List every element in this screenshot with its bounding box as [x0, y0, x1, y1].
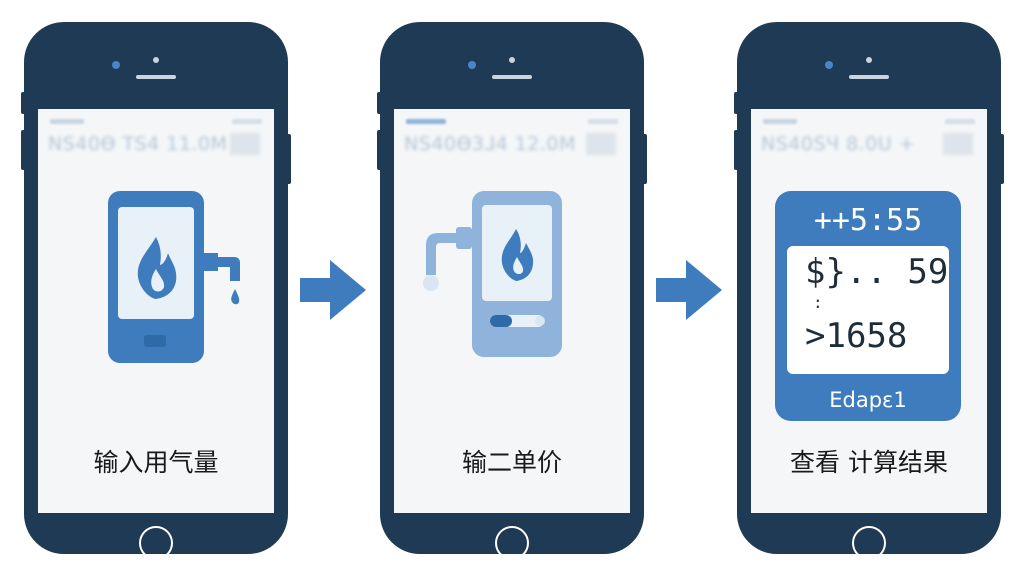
blurred-header-text: NS40SЧ 8.0U + [761, 133, 916, 155]
blurred-header-text: NS40Ѳ3⅃4 12.0M [404, 133, 576, 155]
display-line-2: >1658 [805, 316, 908, 356]
step-label: 输入用气量 [93, 448, 219, 477]
earpiece-speaker [849, 75, 889, 79]
status-bar [406, 119, 618, 127]
phone-step-2: NS40Ѳ3⅃4 12.0M 输二单价 [377, 22, 647, 560]
arrow-right-icon [300, 260, 366, 320]
side-button [21, 130, 26, 170]
phone-step-3: NS40SЧ 8.0U + ++5:55 $}.. 59 : >1658 Eda… [734, 22, 1004, 560]
front-camera [825, 61, 833, 69]
front-camera [468, 61, 476, 69]
blurred-header-box [230, 133, 260, 155]
front-camera [112, 61, 120, 69]
earpiece-speaker [492, 75, 532, 79]
side-button [377, 130, 382, 170]
sensor-dot [153, 57, 159, 63]
phone-flame-faucet-icon [108, 191, 240, 363]
blurred-header-box [586, 133, 616, 155]
gas-heater-pipe-icon [423, 191, 562, 357]
sensor-dot [509, 57, 515, 63]
home-button[interactable] [852, 526, 886, 560]
display-separator: : [813, 293, 823, 312]
phone-screen: NS40Ѳ TS4 11.0M 输入用气量 [38, 109, 274, 513]
calculator-title: ++5:55 [813, 203, 923, 238]
home-button[interactable] [139, 526, 173, 560]
sensor-dot [866, 57, 872, 63]
phone-step-1: NS40Ѳ TS4 11.0M 输入用气量 [21, 22, 291, 560]
earpiece-speaker [136, 75, 176, 79]
calculator-display: $}.. 59 : >1658 [787, 246, 949, 374]
blurred-header-text: NS40Ѳ TS4 11.0M [48, 133, 228, 155]
home-button[interactable] [495, 526, 529, 560]
step-label: 输二单价 [461, 448, 562, 477]
side-button [21, 92, 26, 114]
calculator-footer: Edapε1 [829, 388, 907, 412]
phone-screen: NS40SЧ 8.0U + ++5:55 $}.. 59 : >1658 Eda… [751, 109, 987, 513]
calculator-result-icon: ++5:55 $}.. 59 : >1658 Edapε1 [775, 191, 961, 421]
status-bar [50, 119, 262, 127]
side-button [734, 130, 739, 170]
display-line-1: $}.. 59 [805, 252, 949, 292]
status-bar [763, 119, 975, 127]
side-button [286, 134, 291, 184]
phone-screen: NS40Ѳ3⅃4 12.0M 输二单价 [394, 109, 630, 513]
arrow-right-icon [656, 260, 722, 320]
side-button [377, 92, 382, 114]
blurred-header-box [943, 133, 973, 155]
side-button [642, 134, 647, 184]
side-button [734, 92, 739, 114]
step-label: 查看 计算结果 [790, 448, 948, 477]
side-button [999, 134, 1004, 184]
